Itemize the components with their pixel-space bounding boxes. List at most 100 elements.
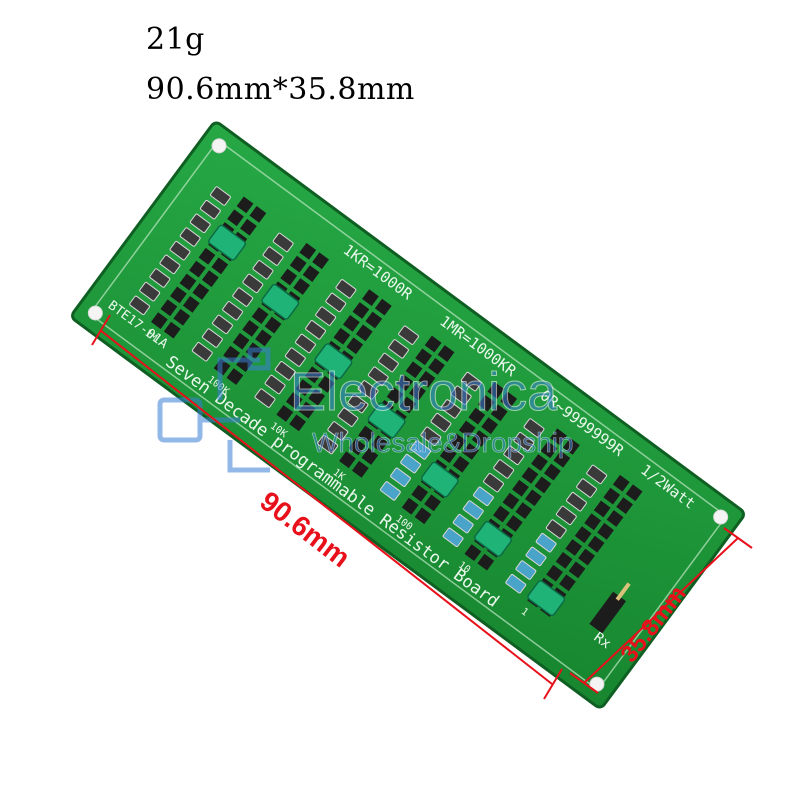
- mount-hole: [713, 509, 729, 525]
- watermark-tagline: Wholesale&Dropship: [312, 427, 573, 458]
- header-pin: [362, 289, 379, 307]
- header-pin: [414, 507, 432, 525]
- smd-resistor: [222, 301, 244, 321]
- header-pin: [170, 286, 187, 304]
- header-pin: [317, 375, 335, 393]
- header-pin: [565, 539, 583, 556]
- smd-resistor: [483, 472, 504, 493]
- header-pin: [163, 321, 181, 339]
- smd-resistor: [545, 519, 567, 539]
- mount-hole: [87, 305, 103, 321]
- header-pin: [452, 455, 470, 473]
- header-pin: [304, 366, 322, 384]
- smd-resistor: [367, 366, 389, 386]
- header-pin: [358, 425, 375, 443]
- smd-resistor: [398, 325, 419, 345]
- smd-resistor: [586, 464, 608, 485]
- smd-resistor: [199, 199, 221, 220]
- header-pin: [179, 273, 197, 291]
- header-pin: [333, 327, 351, 345]
- header-pin: [543, 463, 561, 481]
- header-pin: [173, 308, 191, 326]
- header-pin: [352, 302, 370, 319]
- header-pin: [298, 401, 316, 419]
- mount-hole: [211, 138, 227, 154]
- smd-resistor: [377, 352, 399, 373]
- header-pin: [401, 497, 419, 515]
- smd-resistor: [420, 426, 442, 446]
- smd-resistor: [555, 505, 577, 526]
- smd-resistor: [335, 279, 357, 299]
- header-pin: [160, 299, 178, 317]
- header-pin: [481, 417, 499, 435]
- decade-label: 1: [519, 606, 530, 618]
- header-pin: [374, 298, 392, 316]
- header-pin: [285, 392, 303, 409]
- length-dimension: [91, 314, 563, 700]
- jumper-shunt: [261, 283, 300, 320]
- header-pin: [424, 494, 441, 512]
- jumper-shunt: [420, 461, 459, 498]
- header-pin: [386, 387, 404, 404]
- header-pin: [365, 311, 383, 329]
- header-pin: [239, 218, 257, 236]
- smd-resistor: [576, 478, 597, 498]
- header-pin: [471, 430, 489, 447]
- smd-resistor: [252, 260, 274, 280]
- smd-resistor: [515, 560, 537, 580]
- smd-resistor: [191, 342, 213, 362]
- jumper-shunt: [208, 224, 247, 261]
- jumper-shunt: [367, 402, 406, 439]
- header-pin: [189, 260, 206, 278]
- spec-dimensions: 90.6mm*35.8mm: [146, 72, 415, 107]
- smd-resistor: [442, 527, 464, 547]
- smd-resistor: [212, 314, 233, 335]
- header-pin: [415, 348, 433, 366]
- smd-resistor: [272, 232, 294, 253]
- smd-resistor: [440, 399, 462, 419]
- smd-resistor: [525, 546, 547, 567]
- smd-resistor: [450, 385, 472, 405]
- header-pin: [439, 446, 457, 464]
- header-pin: [584, 513, 602, 531]
- rx-terminal: [589, 582, 631, 634]
- header-pin: [280, 268, 298, 286]
- header-pin: [396, 374, 413, 392]
- header-pin: [462, 443, 480, 460]
- header-pin: [612, 474, 630, 492]
- smd-resistor: [274, 361, 296, 381]
- header-pin: [361, 448, 379, 465]
- header-pin: [242, 320, 260, 337]
- smd-resistor: [210, 186, 231, 206]
- header-pin: [293, 278, 310, 295]
- width-dimension: [569, 527, 753, 694]
- header-pin: [568, 561, 586, 579]
- header-pin: [418, 370, 436, 388]
- smd-resistor: [388, 339, 409, 359]
- smd-resistor: [535, 533, 557, 553]
- smd-resistor: [242, 273, 264, 294]
- smd-resistor: [505, 574, 527, 594]
- header-pin: [308, 388, 326, 406]
- header-pin: [264, 316, 282, 334]
- smd-resistor: [503, 445, 525, 465]
- pcb-silk-border: [90, 141, 726, 689]
- header-pin: [521, 467, 539, 484]
- smd-resistor: [232, 287, 254, 307]
- header-pin: [578, 548, 595, 566]
- header-pin: [192, 283, 210, 300]
- watermark-brand: Electronica: [290, 362, 558, 422]
- header-pin: [540, 441, 558, 459]
- header-pin: [437, 345, 455, 362]
- header-pin: [493, 505, 510, 523]
- header-pin: [606, 510, 624, 527]
- smd-resistor: [201, 328, 223, 348]
- header-pin: [346, 337, 364, 355]
- jumper-shunt: [527, 580, 566, 617]
- header-pin: [625, 484, 643, 502]
- header-pin: [399, 396, 417, 414]
- header-pin: [616, 497, 633, 514]
- header-pin: [355, 324, 373, 342]
- header-pin: [574, 526, 592, 544]
